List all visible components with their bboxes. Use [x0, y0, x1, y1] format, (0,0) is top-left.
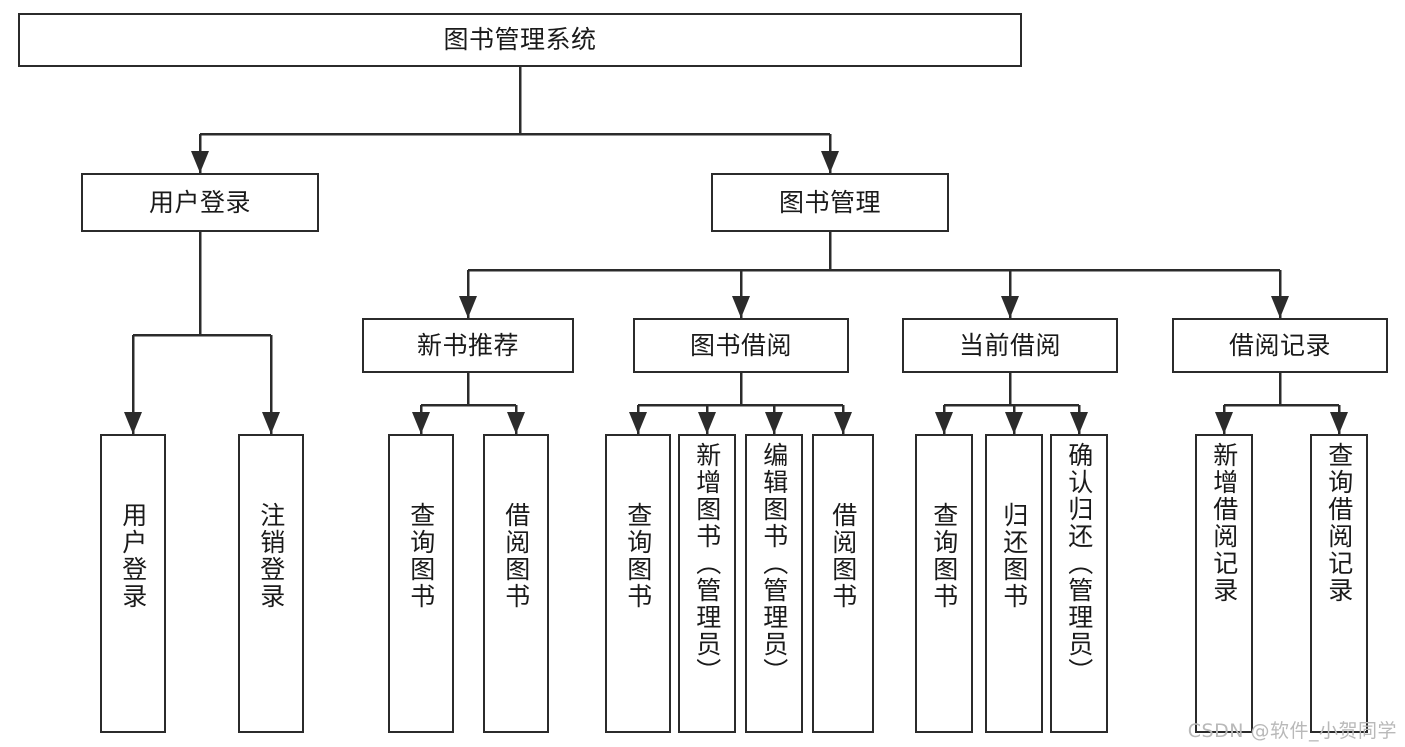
node-label: 查询图书	[929, 502, 959, 610]
node-label: 图书借阅	[689, 330, 792, 360]
node-label: 查询借阅记录	[1324, 442, 1354, 604]
tree-node[interactable]: 查询图书	[605, 434, 671, 733]
node-label: 编辑图书（管理员）	[759, 442, 789, 685]
tree-node[interactable]: 新增图书（管理员）	[678, 434, 736, 733]
tree-node[interactable]: 查询图书	[915, 434, 973, 733]
watermark-text: CSDN @软件_小贺同学	[1187, 720, 1397, 742]
tree-node[interactable]: 图书管理	[711, 173, 949, 232]
tree-node[interactable]: 查询图书	[388, 434, 454, 733]
node-label: 确认归还（管理员）	[1064, 442, 1094, 685]
tree-node[interactable]: 图书借阅	[633, 318, 849, 373]
tree-node[interactable]: 归还图书	[985, 434, 1043, 733]
tree-node[interactable]: 编辑图书（管理员）	[745, 434, 803, 733]
node-label: 借阅图书	[501, 502, 531, 610]
tree-node[interactable]: 新书推荐	[362, 318, 574, 373]
tree-node[interactable]: 借阅图书	[812, 434, 874, 733]
tree-node[interactable]: 借阅图书	[483, 434, 549, 733]
tree-node[interactable]: 用户登录	[81, 173, 319, 232]
node-label: 新增图书（管理员）	[692, 442, 722, 685]
node-label: 当前借阅	[958, 330, 1061, 360]
tree-node[interactable]: 注销登录	[238, 434, 304, 733]
tree-node[interactable]: 确认归还（管理员）	[1050, 434, 1108, 733]
node-label: 查询图书	[406, 502, 436, 610]
tree-node[interactable]: 用户登录	[100, 434, 166, 733]
tree-node[interactable]: 新增借阅记录	[1195, 434, 1253, 733]
node-label: 借阅记录	[1228, 330, 1331, 360]
tree-node[interactable]: 当前借阅	[902, 318, 1118, 373]
node-label: 图书管理系统	[443, 25, 597, 54]
node-label: 用户登录	[118, 502, 148, 610]
node-label: 图书管理	[778, 187, 881, 217]
node-label: 新增借阅记录	[1209, 442, 1239, 604]
node-label: 借阅图书	[828, 502, 858, 610]
node-label: 用户登录	[148, 187, 251, 217]
node-label: 归还图书	[999, 502, 1029, 610]
tree-node[interactable]: 借阅记录	[1172, 318, 1388, 373]
root-node[interactable]: 图书管理系统	[18, 13, 1022, 67]
node-label: 新书推荐	[416, 330, 519, 360]
node-label: 查询图书	[623, 502, 653, 610]
node-label: 注销登录	[256, 502, 286, 610]
tree-node[interactable]: 查询借阅记录	[1310, 434, 1368, 733]
